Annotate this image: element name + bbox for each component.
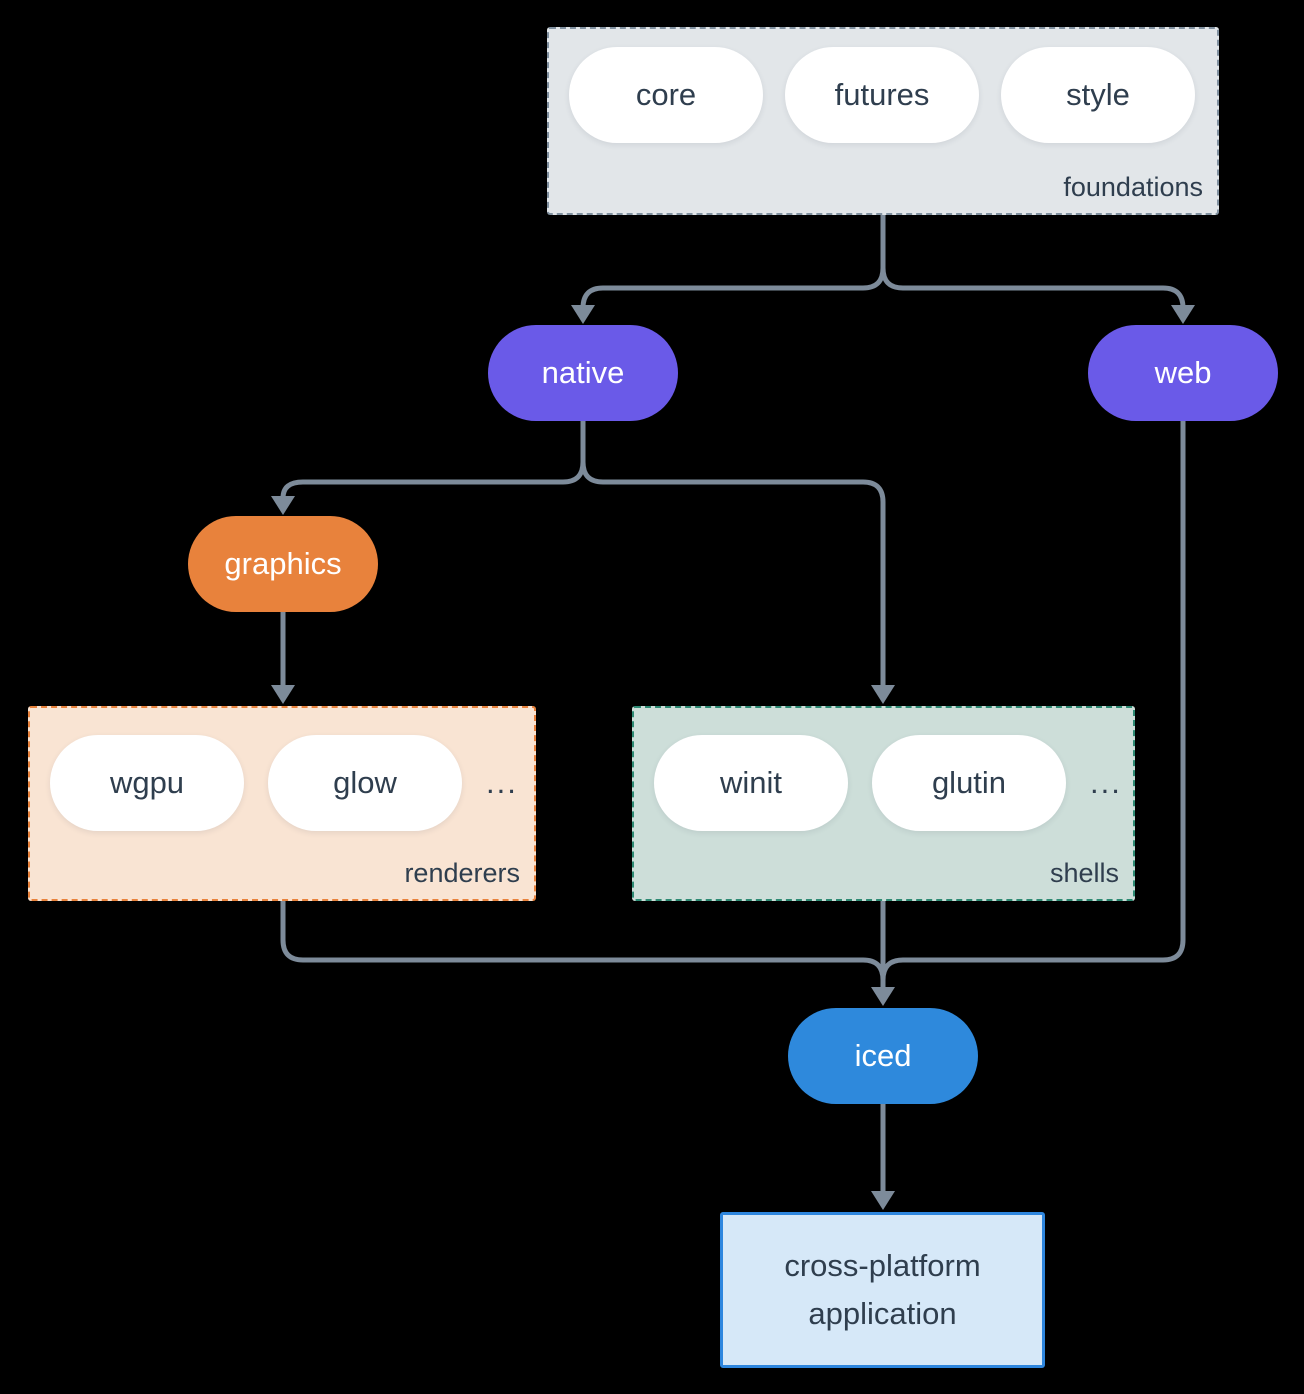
foundations-pill-row: core futures style [549,29,1217,143]
shells-ellipsis: ... [1090,765,1122,800]
node-web: web [1088,325,1278,421]
edge-native-graphics [280,421,586,499]
arrowhead-native [571,305,595,324]
node-winit: winit [654,735,848,831]
group-foundations: core futures style foundations [547,27,1219,215]
arrowhead-iced [871,987,895,1006]
shells-pill-row: winit glutin ... [634,708,1133,831]
node-core: core [569,47,763,143]
group-shells: winit glutin ... shells [632,706,1135,901]
group-renderers: wgpu glow ... renderers [28,706,536,901]
renderers-ellipsis: ... [486,765,518,800]
foundations-label: foundations [1063,172,1203,202]
node-application: cross-platform application [720,1212,1045,1368]
edge-foundations-web [880,215,1186,309]
edge-renderers-iced [280,901,886,988]
node-style: style [1001,47,1195,143]
edge-native-shells [580,421,886,686]
shells-label: shells [1049,858,1119,888]
arrowhead-web [1171,305,1195,324]
renderers-pill-row: wgpu glow ... [30,708,534,831]
node-native: native [488,325,678,421]
node-glutin: glutin [872,735,1066,831]
node-graphics: graphics [188,516,378,612]
arrowhead-shells [871,685,895,704]
renderers-label: renderers [404,858,520,888]
arrowhead-renderers [271,685,295,704]
node-futures: futures [785,47,979,143]
node-iced: iced [788,1008,978,1104]
node-glow: glow [268,735,462,831]
node-wgpu: wgpu [50,735,244,831]
edge-foundations-native [580,215,886,309]
arrowhead-graphics [271,496,295,515]
arrowhead-application [871,1191,895,1210]
edge-web-iced [880,421,1186,988]
